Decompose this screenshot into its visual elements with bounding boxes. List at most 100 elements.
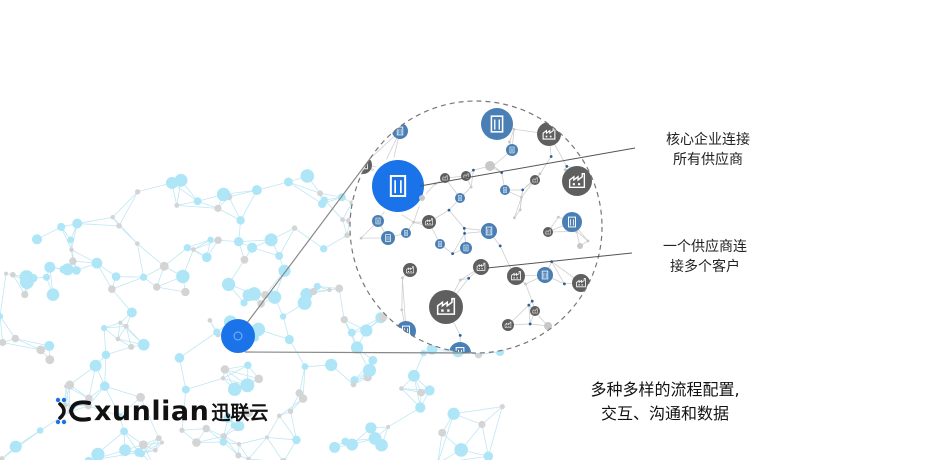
network-node (528, 322, 532, 326)
network-edge (196, 441, 224, 443)
network-node (240, 255, 249, 264)
network-node (518, 208, 522, 212)
network-node (152, 447, 158, 453)
network-node (91, 447, 105, 460)
brand-logo: xunlian 迅联云 (55, 393, 268, 429)
network-edge (528, 305, 531, 324)
network-node (220, 376, 226, 381)
network-edge (481, 406, 503, 425)
network-edge (238, 443, 249, 460)
network-node (563, 282, 566, 286)
network-node (72, 218, 83, 229)
network-edge (104, 354, 107, 387)
network-node (498, 244, 502, 248)
network-node (317, 190, 323, 197)
network-node (46, 288, 60, 301)
network-node (244, 408, 253, 418)
network-node (234, 421, 245, 432)
network-node (300, 169, 315, 183)
network-node (128, 343, 135, 350)
network-node (45, 355, 55, 365)
pointer-line-core (419, 147, 636, 187)
customer-node (481, 108, 513, 140)
network-node (301, 363, 309, 371)
network-node (329, 441, 341, 453)
network-node (84, 456, 93, 460)
supplier-node (429, 290, 463, 324)
network-edge (156, 286, 186, 293)
network-node (11, 334, 20, 343)
network-node (72, 266, 81, 275)
network-node (214, 236, 222, 244)
annotation-line: 一个供应商连 (663, 239, 747, 255)
network-node (563, 168, 567, 172)
network-edge (65, 386, 70, 412)
network-node (181, 385, 190, 394)
network-edge (163, 247, 188, 267)
customer-node (506, 144, 518, 156)
network-edge (224, 369, 259, 380)
network-node (264, 233, 278, 247)
network-node (458, 278, 462, 282)
network-node (100, 324, 108, 332)
network-edge (576, 231, 589, 242)
network-edge (452, 233, 465, 254)
network-edge (294, 227, 324, 250)
network-node (118, 320, 123, 325)
network-edge (302, 366, 306, 399)
network-edge (141, 442, 163, 454)
network-node (179, 427, 185, 433)
network-node (115, 336, 121, 342)
network-node (220, 433, 227, 440)
network-node (278, 264, 291, 277)
network-node (119, 444, 131, 457)
network-edge (324, 199, 343, 220)
network-node (399, 386, 404, 391)
network-node (61, 263, 74, 276)
network-node (99, 381, 110, 391)
network-edge (401, 277, 403, 310)
supplier-node (562, 166, 592, 196)
network-node (478, 420, 486, 429)
network-node (469, 185, 473, 189)
network-edge (119, 397, 141, 417)
network-node (191, 247, 196, 252)
network-node (174, 173, 188, 187)
network-node (483, 451, 494, 460)
network-node (264, 435, 270, 440)
network-node (309, 287, 318, 296)
network-edge (181, 389, 187, 431)
focus-node-core (233, 331, 243, 341)
network-node (287, 408, 294, 415)
network-node (345, 438, 358, 451)
network-node (139, 273, 148, 281)
network-node (108, 285, 116, 293)
network-edge (298, 366, 306, 394)
network-node (499, 404, 505, 410)
network-edge (437, 432, 443, 460)
supplier-node (473, 259, 489, 275)
network-node (244, 361, 252, 370)
network-edge (181, 428, 207, 431)
network-node (120, 427, 129, 436)
network-edge (470, 170, 474, 188)
zoom-circle-border (349, 100, 603, 354)
network-edge (60, 226, 72, 251)
network-edge (111, 276, 144, 290)
network-edge (88, 405, 120, 417)
network-node (85, 394, 93, 403)
network-node (275, 251, 284, 260)
network-node (21, 290, 29, 299)
network-node (447, 208, 451, 212)
network-edge (222, 364, 249, 379)
network-edge (117, 322, 121, 340)
network-node (233, 236, 244, 247)
network-node (359, 236, 363, 240)
network-node (111, 272, 121, 281)
network-node (538, 172, 542, 176)
network-node (283, 177, 293, 187)
network-node (176, 269, 190, 284)
network-edge (193, 239, 219, 250)
network-node (291, 225, 298, 231)
annotation-line: 所有供应商 (673, 152, 743, 168)
